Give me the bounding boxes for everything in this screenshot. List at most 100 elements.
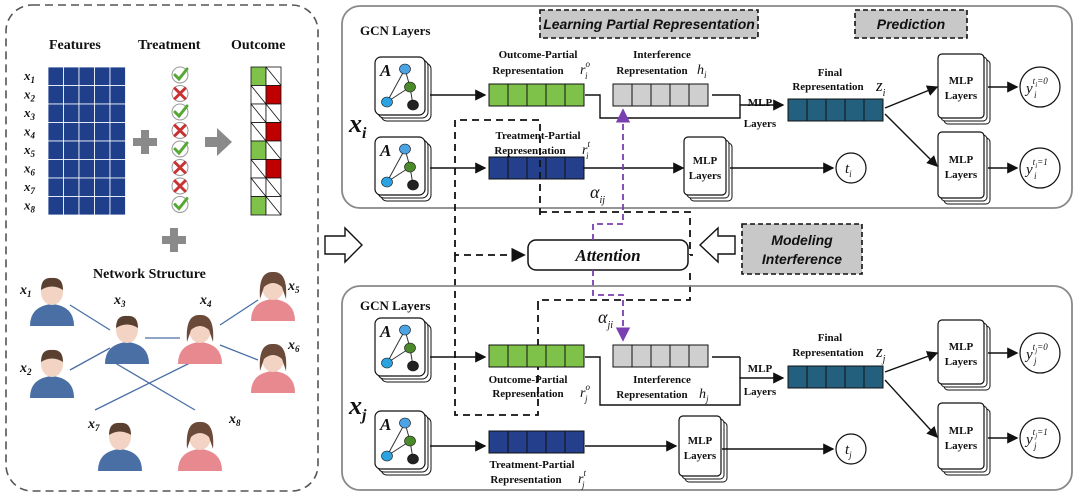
t-output-label-top: ti [845, 161, 852, 179]
top-panel-frame [341, 5, 1073, 209]
vector-cell [612, 83, 633, 107]
attention-label: Attention [574, 246, 640, 265]
interference-sym-top: hi [697, 63, 707, 80]
mlp-label: MLP [949, 154, 974, 166]
prediction-tag-box [854, 9, 968, 39]
top-panel-arrows [430, 81, 1019, 174]
mlp-label: Layers [684, 450, 717, 462]
mlp-label: MLP [949, 75, 974, 87]
mlp-label: MLP [688, 435, 713, 447]
feature-cell [94, 122, 111, 142]
vector-cell [806, 98, 827, 122]
feature-cell [63, 196, 80, 216]
right-arrow-icon [205, 128, 232, 156]
person-icon [251, 271, 295, 321]
alpha-ji-label: αji [598, 307, 613, 331]
feature-cell [78, 66, 95, 86]
alpha-ij-label: αij [590, 182, 605, 206]
feature-row-label: x1 [23, 68, 35, 85]
left-panel-frame [5, 4, 319, 492]
feature-row-label: x6 [23, 161, 36, 178]
vector-cell [564, 83, 585, 107]
feature-cell [109, 196, 126, 216]
graph-node [404, 161, 416, 173]
row-label-xj: xj [348, 391, 367, 424]
network-node-label: x6 [287, 338, 300, 354]
row-label-xi: xi [348, 109, 367, 142]
vector-cell [825, 365, 846, 389]
mlp-label-top-mid: MLP [748, 97, 773, 109]
vector-cell [631, 344, 652, 368]
y1-output-node-top [1019, 147, 1061, 189]
vector-cell [488, 430, 509, 454]
vector-cell [825, 98, 846, 122]
graph-node [399, 143, 411, 155]
feature-cell [94, 140, 111, 160]
bottom-panel-arrows [430, 347, 1019, 455]
vector-cell [564, 156, 585, 180]
feature-cell [94, 66, 111, 86]
feature-cell [94, 177, 111, 197]
outcome-cell [250, 140, 267, 160]
person-icon [105, 315, 149, 364]
network-nodes [30, 271, 295, 471]
outcome-label: Outcome [231, 38, 285, 53]
checkmark-icon [171, 140, 189, 158]
vector-cell [806, 365, 827, 389]
feature-cell [109, 140, 126, 160]
feature-cell [47, 159, 64, 179]
interference-sub-top: Representation [616, 65, 687, 77]
feature-cell [78, 140, 95, 160]
network-node-label: x4 [199, 293, 212, 309]
graph-node [381, 357, 393, 369]
vector-cell [650, 344, 671, 368]
interference-title-bottom: Interference [633, 374, 691, 386]
gcn-graph-card-top-outcome: A [374, 56, 432, 122]
modeling-tag-line1: Modeling [771, 232, 833, 248]
y1-output-node-bottom [1019, 417, 1061, 459]
vector-cell [545, 156, 566, 180]
vector-cell [526, 83, 547, 107]
vector-cell [564, 344, 585, 368]
feature-cell [109, 159, 126, 179]
graph-node [399, 63, 411, 75]
mlp-label-top-mid-2: Layers [744, 118, 777, 130]
checkmark-icon [171, 103, 189, 121]
feature-cell [109, 103, 126, 123]
learning-tag-box [539, 9, 759, 39]
t-output-node-bottom [835, 433, 867, 465]
vector-cell [488, 344, 509, 368]
vector-cell [545, 430, 566, 454]
final-sub-bottom: Representation [792, 347, 863, 359]
treatment-icons [171, 66, 189, 213]
vector-cell [863, 98, 884, 122]
feature-cell [47, 103, 64, 123]
mlp-label: Layers [689, 170, 722, 182]
vector-cell [844, 98, 865, 122]
graph-node [381, 96, 393, 108]
vector-cell [688, 344, 709, 368]
feature-cell [47, 196, 64, 216]
mlp-label-bottom-mid: MLP [748, 363, 773, 375]
vector-cell [507, 156, 528, 180]
feature-cell [63, 140, 80, 160]
vector-cell [612, 344, 633, 368]
vector-cell [507, 344, 528, 368]
gcn-graph-card-bottom-outcome: A [374, 317, 432, 383]
attention-box[interactable] [527, 239, 689, 271]
vector-cell [631, 83, 652, 107]
feature-cell [63, 85, 80, 105]
vector-cell [844, 365, 865, 389]
graph-node [381, 176, 393, 188]
graph-node [407, 99, 419, 111]
t-output-node-top [835, 152, 867, 184]
gcn-graph-card-top-treatment: A [374, 136, 432, 202]
feature-cell [109, 85, 126, 105]
